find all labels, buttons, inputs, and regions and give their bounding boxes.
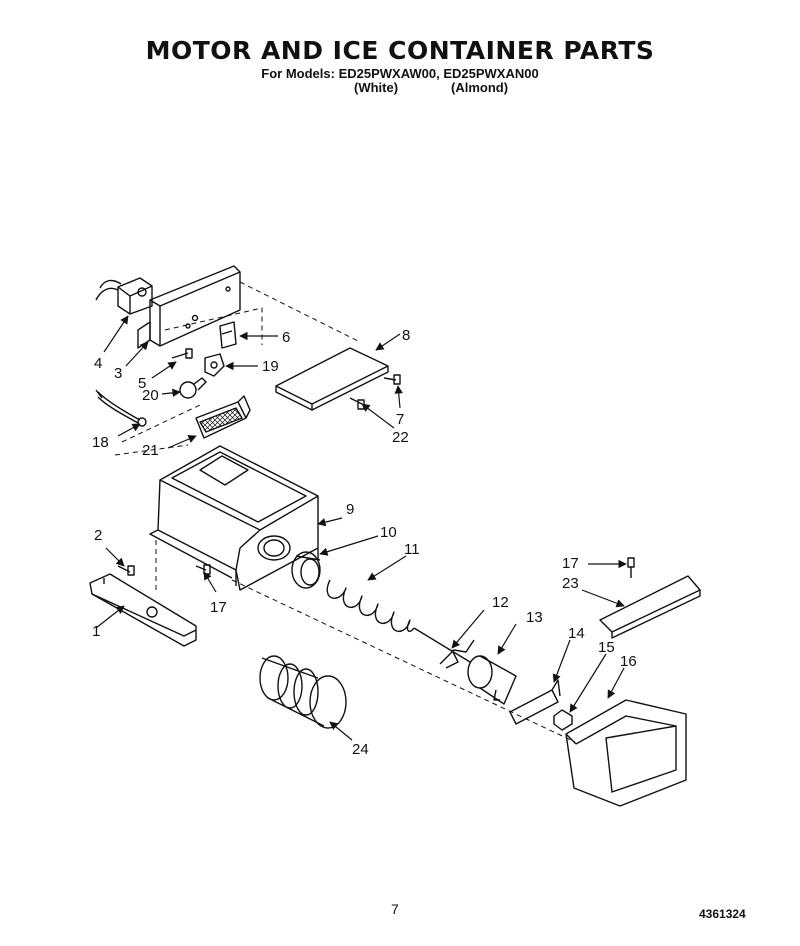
- variant-almond-label: (Almond): [451, 80, 509, 95]
- callout-6: 6: [282, 329, 290, 346]
- callout-labels: 4 3 5 6 8 19 20 7 18 21 22 9 10 11 2 17 …: [92, 327, 637, 758]
- page-number: 7: [391, 901, 399, 917]
- screw-part-2: [117, 565, 135, 576]
- callout-22: 22: [392, 429, 409, 446]
- callout-3: 3: [114, 365, 122, 382]
- callout-8: 8: [402, 327, 410, 344]
- variant-white-label: (White): [354, 80, 399, 95]
- crusher-bracket-part: [509, 679, 561, 725]
- page-title: MOTOR AND ICE CONTAINER PARTS: [145, 36, 655, 65]
- light-socket-part: [204, 353, 225, 377]
- callout-12: 12: [492, 594, 509, 611]
- callout-5: 5: [138, 375, 146, 392]
- bearing-part: [291, 551, 321, 589]
- callout-7: 7: [396, 411, 404, 428]
- callout-9: 9: [346, 501, 354, 518]
- alignment-lines: [114, 281, 576, 743]
- callout-24: 24: [352, 741, 369, 758]
- screw-part-5: [171, 348, 193, 359]
- callout-4: 4: [94, 355, 102, 372]
- callout-16: 16: [620, 653, 637, 670]
- screw-part-17a: [195, 564, 211, 575]
- motor-part: [95, 277, 153, 315]
- crusher-blade-part: [439, 639, 475, 669]
- drive-boot-part: [259, 655, 347, 729]
- front-housing-part: [565, 699, 687, 807]
- callout-2: 2: [94, 527, 102, 544]
- callout-14: 14: [568, 625, 585, 642]
- callout-11: 11: [404, 541, 420, 558]
- callout-21: 21: [142, 442, 159, 459]
- clip-part: [219, 321, 237, 349]
- callout-17-right: 17: [562, 555, 579, 572]
- callout-17-left: 17: [210, 599, 227, 616]
- nut-part: [553, 709, 573, 731]
- leader-arrows: [95, 315, 627, 741]
- light-bulb-part: [179, 377, 207, 399]
- auger-part: [326, 579, 471, 663]
- shield-part-23: [599, 575, 701, 639]
- support-bracket-part: [89, 573, 197, 647]
- callout-23: 23: [562, 575, 579, 592]
- ice-container-part: [149, 445, 319, 591]
- callout-13: 13: [526, 609, 543, 626]
- wire-harness-part: [95, 389, 147, 427]
- cover-plate-part: [275, 347, 389, 411]
- crusher-housing-part: [467, 655, 517, 705]
- screw-part-22: [349, 397, 365, 410]
- callout-19: 19: [262, 358, 279, 375]
- screw-part-7: [383, 374, 401, 385]
- callout-15: 15: [598, 639, 615, 656]
- callout-18: 18: [92, 434, 109, 451]
- callout-10: 10: [380, 524, 397, 541]
- motor-bracket-part: [137, 265, 241, 349]
- callout-20: 20: [142, 387, 159, 404]
- screw-part-17b: [627, 557, 635, 578]
- light-shield-part: [195, 395, 251, 439]
- model-numbers: For Models: ED25PWXAW00, ED25PWXAN00: [261, 66, 539, 81]
- callout-1: 1: [92, 623, 100, 640]
- document-number: 4361324: [699, 907, 746, 921]
